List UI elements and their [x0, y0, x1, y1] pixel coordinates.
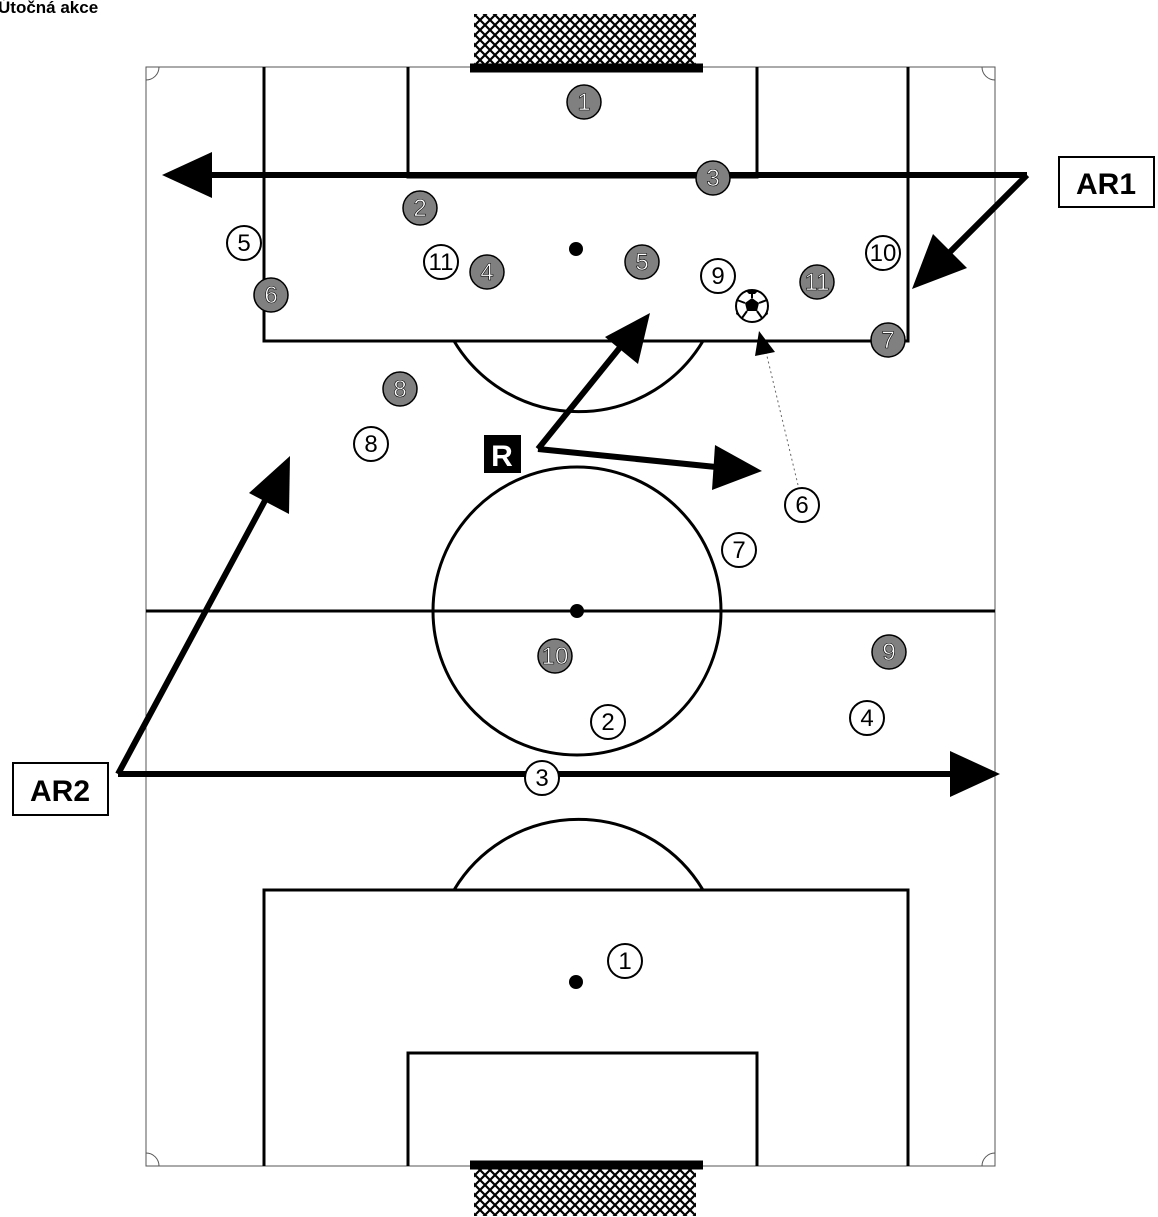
player-number: 6: [264, 282, 277, 309]
player-marker: [607, 943, 643, 979]
player-marker: [590, 704, 626, 740]
player-number: 7: [881, 327, 894, 354]
centre-spot: [570, 604, 584, 618]
ar2-arrowhead-diagonal: [249, 456, 290, 514]
white-player-1: 1: [607, 943, 643, 979]
player-marker: [566, 84, 602, 120]
ar1-arrowhead-diagonal: [912, 234, 967, 289]
ball-pass-arrowhead: [755, 331, 775, 356]
bottom-penalty-spot: [569, 975, 583, 989]
player-number: 7: [732, 537, 745, 564]
player-marker: [700, 258, 736, 294]
top-penalty-spot: [569, 242, 583, 256]
player-marker: [849, 700, 885, 736]
diagram-title: Útočná akce: [0, 0, 99, 17]
ball-pass-path: [765, 351, 799, 486]
player-marker: [721, 532, 757, 568]
player-number: 10: [542, 643, 569, 670]
white-player-10: 10: [865, 235, 901, 271]
referee-arrowhead-up: [605, 313, 650, 364]
player-number: 1: [618, 948, 631, 975]
ar2-label-box: [12, 762, 109, 816]
player-number: 1: [577, 89, 590, 116]
player-number: 4: [480, 259, 493, 286]
player-marker: [865, 235, 901, 271]
player-marker: [624, 244, 660, 280]
player-marker: [537, 638, 573, 674]
player-number: 11: [805, 269, 830, 296]
player-number: 9: [711, 263, 724, 290]
ar1-label: AR1: [1076, 168, 1136, 201]
player-marker: [469, 254, 505, 290]
referee-label: R: [491, 440, 513, 473]
player-number: 5: [237, 230, 250, 257]
ar1-label-box: [1058, 156, 1155, 208]
white-team-players: 5 11 9 10 8 6 7 2 4 3 1: [226, 225, 901, 979]
bottom-penalty-area: [262, 817, 910, 1166]
player-marker: [799, 264, 835, 300]
referee-marker: [484, 435, 521, 473]
white-player-5: 5: [226, 225, 262, 261]
grey-player-6: 6: [253, 277, 289, 313]
grey-team-players: 1 3 2 6 4 5 11 7 8 10 9: [253, 84, 907, 674]
player-number: 4: [860, 705, 873, 732]
player-number: 3: [706, 165, 719, 192]
player-marker: [226, 225, 262, 261]
player-number: 11: [429, 249, 454, 276]
player-marker: [870, 322, 906, 358]
player-number: 6: [795, 492, 808, 519]
grey-player-4: 4: [469, 254, 505, 290]
ball-icon: [735, 289, 769, 323]
grey-player-10: 10: [537, 638, 573, 674]
player-marker: [402, 190, 438, 226]
centre-circle: [431, 465, 723, 757]
grey-player-8: 8: [382, 371, 418, 407]
ar2-label: AR2: [30, 775, 90, 808]
field-boundary: [145, 66, 996, 1167]
player-number: 10: [870, 240, 897, 267]
grey-player-7: 7: [870, 322, 906, 358]
corner-arcs: [145, 66, 996, 1167]
white-player-6: 6: [784, 487, 820, 523]
player-number: 5: [635, 249, 648, 276]
ar1-movement-arrows: [205, 172, 1030, 255]
white-player-3: 3: [524, 760, 560, 796]
player-marker: [784, 487, 820, 523]
ar2-movement-arrows: [115, 493, 955, 777]
player-number: 3: [535, 765, 548, 792]
grey-player-11: 11: [799, 264, 835, 300]
player-marker: [382, 371, 418, 407]
player-marker: [695, 160, 731, 196]
player-marker: [524, 760, 560, 796]
top-goal-net: [474, 14, 696, 66]
ar1-arrowhead-left: [162, 152, 212, 198]
player-marker: [423, 244, 459, 280]
player-number: 8: [364, 431, 377, 458]
white-player-8: 8: [353, 426, 389, 462]
player-number: 2: [413, 195, 426, 222]
player-number: 8: [393, 376, 406, 403]
white-player-9: 9: [700, 258, 736, 294]
white-player-2: 2: [590, 704, 626, 740]
grey-player-2: 2: [402, 190, 438, 226]
referee-movement-arrows: [535, 343, 717, 470]
white-player-7: 7: [721, 532, 757, 568]
grey-player-1: 1: [566, 84, 602, 120]
bottom-goal-net: [474, 1166, 696, 1216]
grey-player-3: 3: [695, 160, 731, 196]
player-marker: [253, 277, 289, 313]
ar2-arrowhead-right: [950, 751, 1000, 797]
grey-player-5: 5: [624, 244, 660, 280]
player-marker: [353, 426, 389, 462]
white-player-4: 4: [849, 700, 885, 736]
white-player-11: 11: [423, 244, 459, 280]
grey-player-9: 9: [871, 634, 907, 670]
player-number: 9: [882, 639, 895, 666]
referee-arrowhead-right: [712, 445, 762, 490]
player-number: 2: [601, 709, 614, 736]
player-marker: [871, 634, 907, 670]
